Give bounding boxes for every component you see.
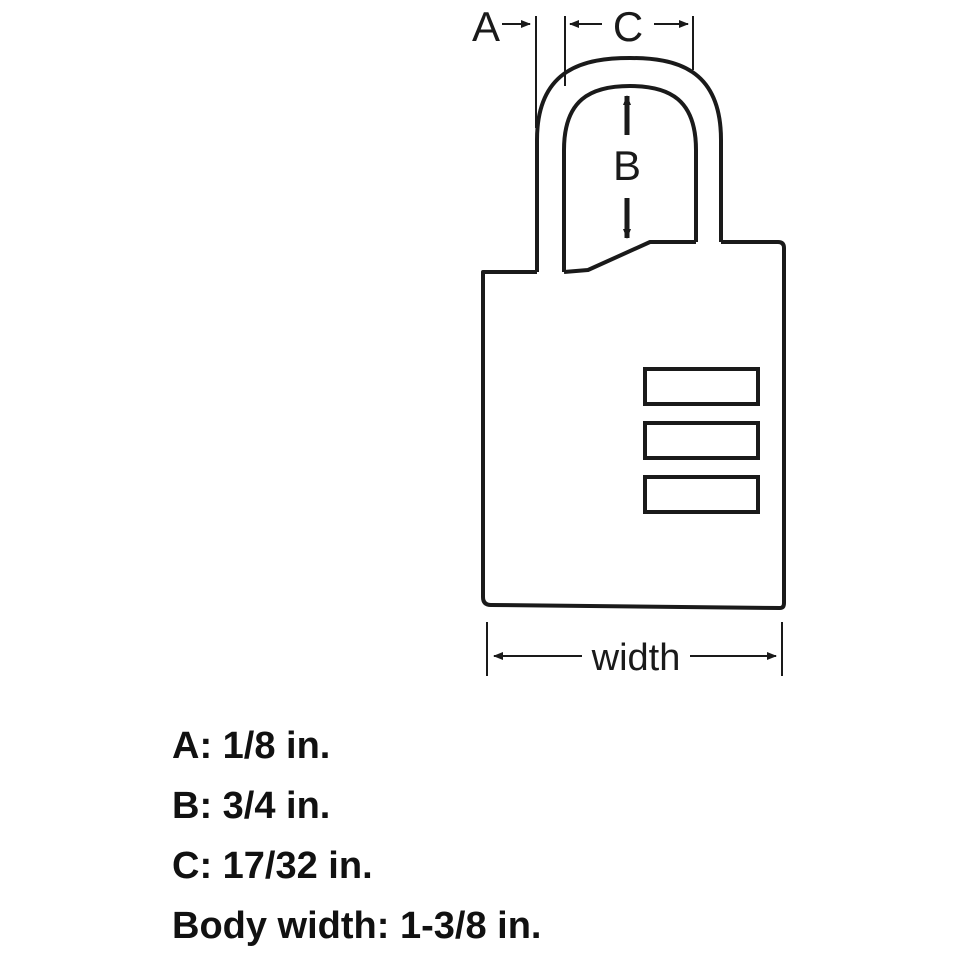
spec-b: B: 3/4 in. (172, 785, 331, 827)
spec-c: C: 17/32 in. (172, 845, 373, 887)
shackle-inner (562, 84, 698, 272)
dimension-c-label: C (613, 3, 643, 50)
width-label: width (591, 637, 681, 679)
spec-body-width: Body width: 1-3/8 in. (172, 905, 542, 947)
lock-body (481, 240, 786, 610)
spec-a: A: 1/8 in. (172, 725, 331, 767)
shackle-outer (535, 56, 723, 272)
dimension-a-label: A (472, 3, 500, 50)
dial-window-1 (643, 367, 760, 406)
dimension-spec-list: A: 1/8 in. B: 3/4 in. C: 17/32 in. Body … (172, 716, 541, 956)
dial-window-3 (643, 475, 760, 514)
dial-window-2 (643, 421, 760, 460)
dimension-b-label: B (613, 142, 641, 189)
